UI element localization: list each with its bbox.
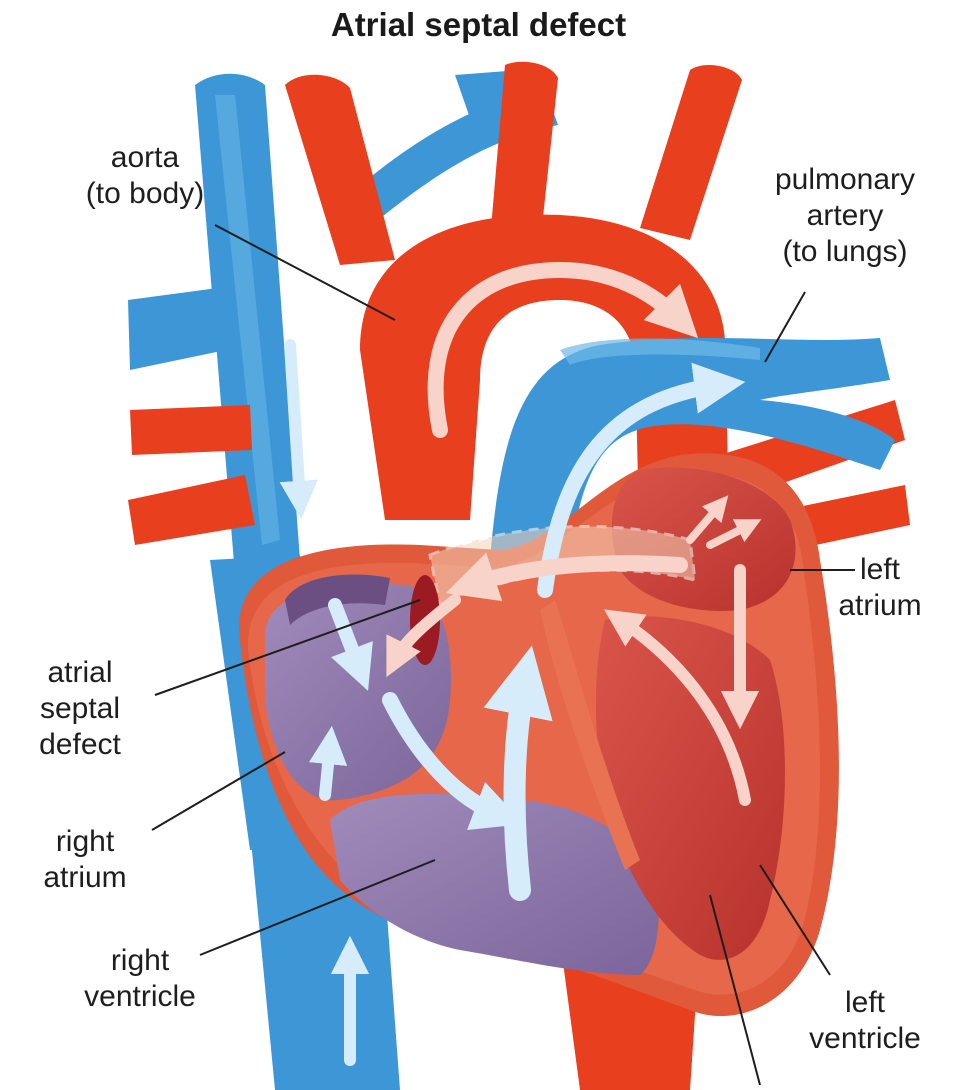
label-aorta: aorta (to body) (60, 140, 230, 212)
label-left-atrium: left atrium (815, 552, 945, 624)
label-atrial-septal-defect: atrial septal defect (10, 655, 150, 763)
label-left-ventricle: left ventricle (780, 985, 950, 1057)
label-right-ventricle: right ventricle (50, 943, 230, 1015)
label-right-atrium: right atrium (20, 824, 150, 896)
label-pulmonary-artery: pulmonary artery (to lungs) (740, 162, 950, 270)
diagram-title: Atrial septal defect (0, 6, 957, 44)
